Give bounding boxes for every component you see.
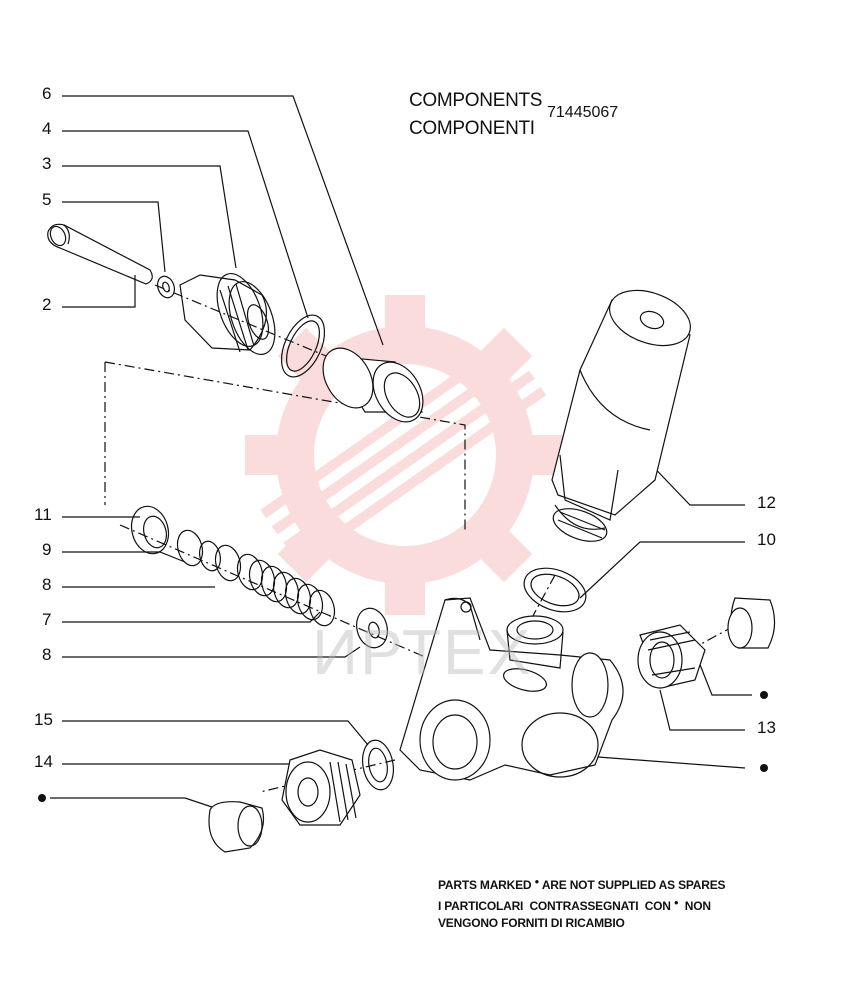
not-supplied-markers xyxy=(38,691,768,802)
bullet-marker xyxy=(760,691,768,699)
part-14-fitting xyxy=(281,749,361,826)
pump-body xyxy=(399,597,624,781)
part-11-cup xyxy=(130,505,170,555)
bullet-marker: ● xyxy=(534,877,540,886)
note-line-3: VENGONO FORNITI DI RICAMBIO xyxy=(438,916,625,930)
part-5-washer xyxy=(156,275,176,299)
note-line-2: I PARTICOLARI CONTRASSEGNATI CON ● NON xyxy=(438,898,711,913)
title-components-en: COMPONENTS xyxy=(409,90,543,111)
part-9-plunger xyxy=(176,529,222,572)
watermark-text: ИРТЕХ xyxy=(312,616,533,688)
bullet-marker xyxy=(760,764,768,772)
part-7-spring xyxy=(236,553,336,627)
part-13-nipple xyxy=(637,624,706,689)
callout-6: 6 xyxy=(42,84,52,103)
callout-4: 4 xyxy=(42,119,52,138)
bullet-marker xyxy=(38,794,46,802)
callout-13: 13 xyxy=(757,718,776,737)
callout-7: 7 xyxy=(42,610,52,629)
watermark-logo xyxy=(245,295,565,615)
callout-12: 12 xyxy=(757,493,776,512)
callout-2: 2 xyxy=(42,295,52,314)
callout-15: 15 xyxy=(34,710,53,729)
callout-3: 3 xyxy=(42,154,52,173)
part-8-washer-b xyxy=(356,607,388,649)
cap-upper-right xyxy=(727,597,776,649)
callout-10: 10 xyxy=(757,530,776,549)
part-10-gasket xyxy=(523,567,587,613)
spares-note: PARTS MARKED ● ARE NOT SUPPLIED AS SPARE… xyxy=(438,873,726,932)
callout-5: 5 xyxy=(42,190,52,209)
title-components-it: COMPONENTI xyxy=(409,118,535,139)
callout-8b: 8 xyxy=(42,645,52,664)
callout-14: 14 xyxy=(34,752,53,771)
part-6-sleeve xyxy=(322,347,424,423)
part-15-washer xyxy=(362,739,394,791)
part-number: 71445067 xyxy=(547,104,619,121)
bullet-marker: ● xyxy=(673,898,679,907)
part-2-pin xyxy=(47,223,153,285)
part-3-fitting xyxy=(179,273,276,355)
callout-8a: 8 xyxy=(42,575,52,594)
note-line-1: PARTS MARKED ● ARE NOT SUPPLIED AS SPARE… xyxy=(438,877,726,892)
part-12-cylinder xyxy=(551,289,691,542)
callout-9: 9 xyxy=(42,540,52,559)
callout-11: 11 xyxy=(34,505,52,524)
cap-lower-left xyxy=(208,801,265,853)
part-4-oring xyxy=(280,314,326,378)
